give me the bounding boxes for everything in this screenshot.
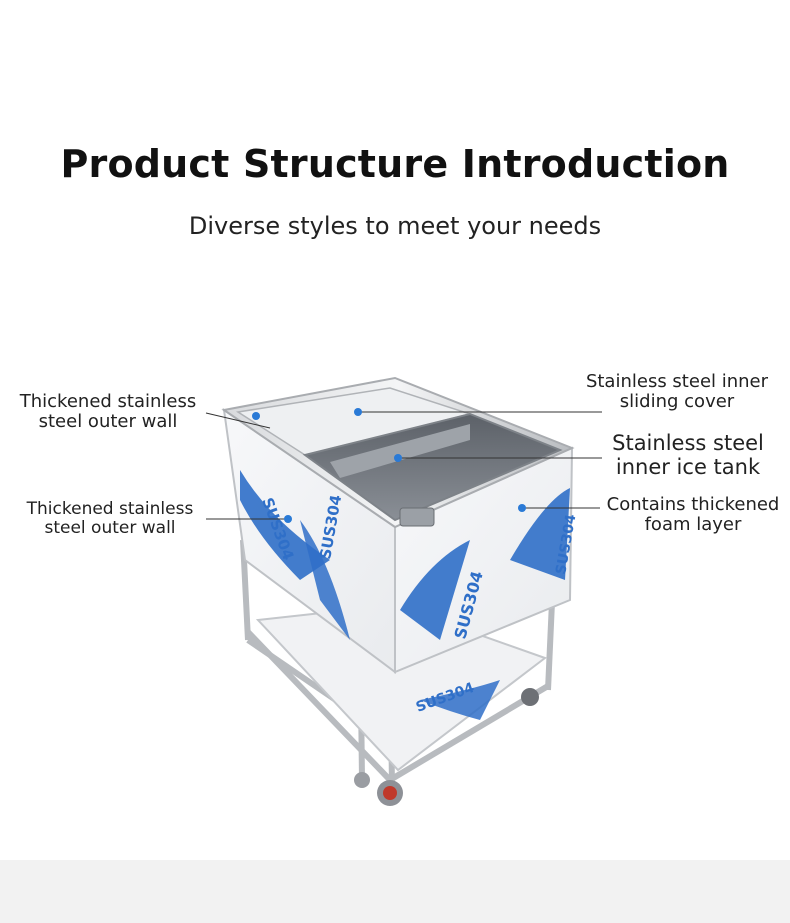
page-title: Product Structure Introduction bbox=[60, 142, 730, 186]
sus304-print-front bbox=[400, 488, 570, 640]
sus304-print-left bbox=[240, 470, 350, 640]
sus304-print-shelf bbox=[420, 680, 500, 720]
callout-ice-tank: Stainless steel inner ice tank bbox=[598, 431, 778, 479]
callout-line: steel outer wall bbox=[38, 411, 178, 433]
callout-line: Contains thickened bbox=[606, 494, 780, 515]
callout-line: sliding cover bbox=[619, 391, 735, 413]
page-subtitle: Diverse styles to meet your needs bbox=[188, 212, 602, 240]
callout-outer-wall-side: Thickened stainless steel outer wall bbox=[6, 499, 214, 539]
callout-line: Stainless steel inner bbox=[585, 371, 769, 392]
callout-line: Thickened stainless bbox=[26, 499, 194, 519]
lock-latch bbox=[399, 507, 435, 527]
ice-tank-inner-wall bbox=[330, 424, 470, 478]
callout-foam-layer: Contains thickened foam layer bbox=[598, 494, 788, 536]
callout-line: inner ice tank bbox=[615, 454, 761, 479]
caster-wheels bbox=[354, 688, 539, 806]
callout-dots bbox=[252, 408, 526, 523]
ice-tank-opening bbox=[302, 412, 563, 522]
callout-outer-wall-top: Thickened stainless steel outer wall bbox=[4, 391, 212, 433]
callout-sliding-cover: Stainless steel inner sliding cover bbox=[570, 371, 784, 413]
callout-line: Stainless steel bbox=[612, 431, 764, 455]
footer-band bbox=[0, 860, 790, 923]
callout-line: foam layer bbox=[644, 514, 742, 536]
callout-leader-lines bbox=[205, 411, 602, 520]
callout-line: Thickened stainless bbox=[19, 391, 197, 412]
callout-line: steel outer wall bbox=[44, 518, 176, 539]
